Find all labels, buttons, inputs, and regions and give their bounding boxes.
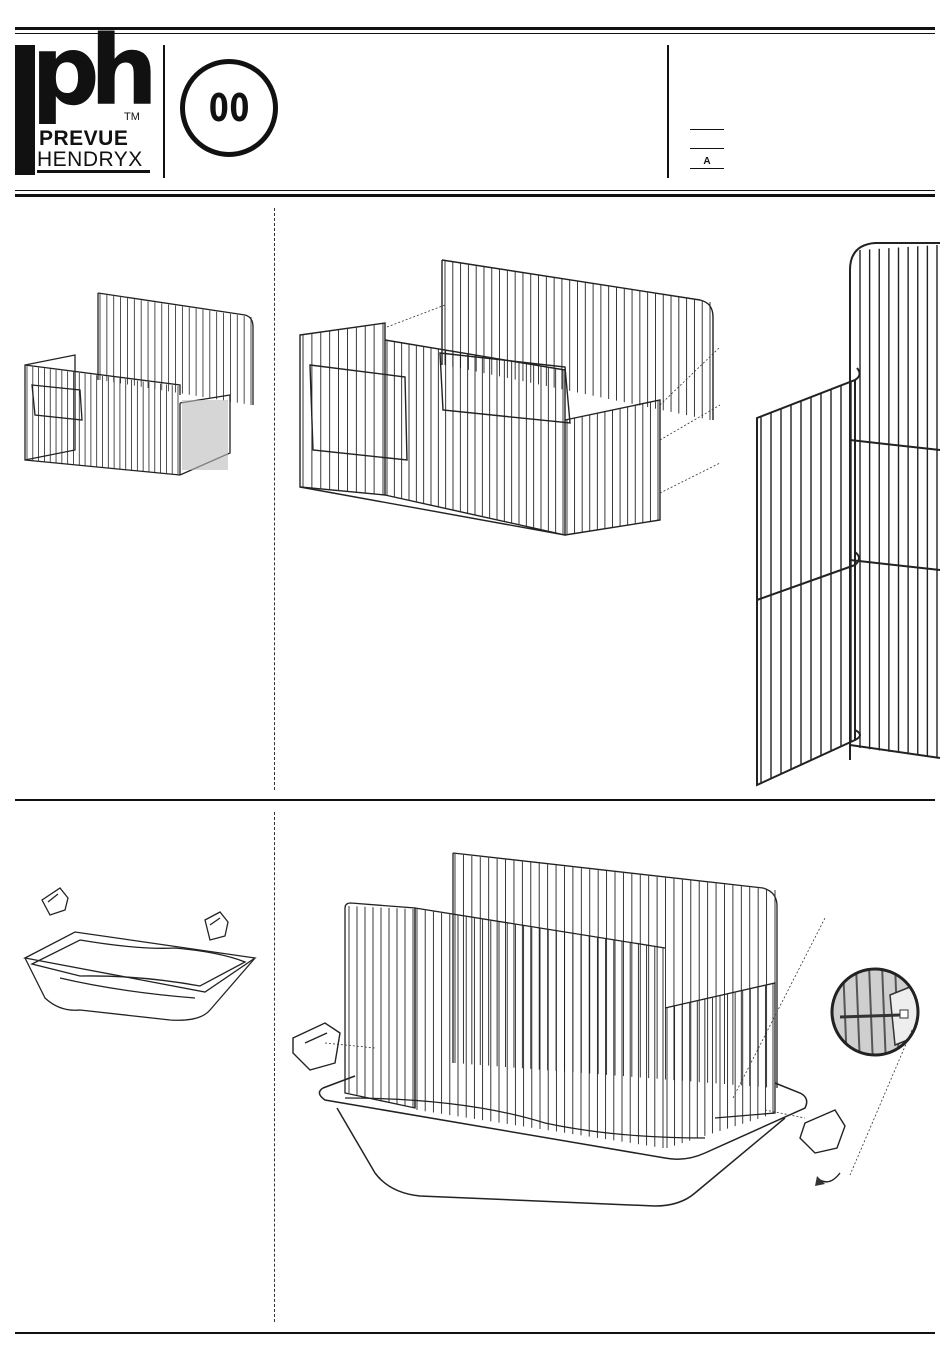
step2-column-divider xyxy=(274,812,275,1322)
header-field-line-1 xyxy=(690,129,724,130)
step1-column-divider xyxy=(274,208,275,790)
step1-large-illustration xyxy=(295,255,725,545)
step2-detail-illustration xyxy=(820,965,940,1175)
header-rule-thick xyxy=(15,194,935,197)
step2-large-illustration xyxy=(285,848,845,1208)
step-number-badge: 00 xyxy=(180,59,278,157)
logo-hendryx: HENDRYX xyxy=(37,148,143,172)
step1-detail-illustration xyxy=(755,240,940,790)
section-divider xyxy=(15,799,935,801)
revision-letter: A xyxy=(690,156,724,167)
bottom-rule xyxy=(15,1332,935,1334)
brand-logo: ph TM PREVUE HENDRYX xyxy=(15,45,150,175)
top-rule-thick xyxy=(15,27,935,30)
header-field-line-2 xyxy=(690,148,724,149)
header-rule-thin xyxy=(15,190,935,191)
step2-small-illustration xyxy=(20,880,260,1025)
header-field-line-3 xyxy=(690,168,724,169)
logo-trademark: TM xyxy=(124,111,140,123)
header-divider-left xyxy=(163,45,165,178)
header-divider-right xyxy=(667,45,669,178)
step1-small-illustration xyxy=(20,285,260,465)
top-rule-thin xyxy=(15,33,935,34)
logo-initials: ph xyxy=(31,23,148,119)
step-number: 00 xyxy=(208,86,249,130)
logo-underline xyxy=(37,170,150,173)
